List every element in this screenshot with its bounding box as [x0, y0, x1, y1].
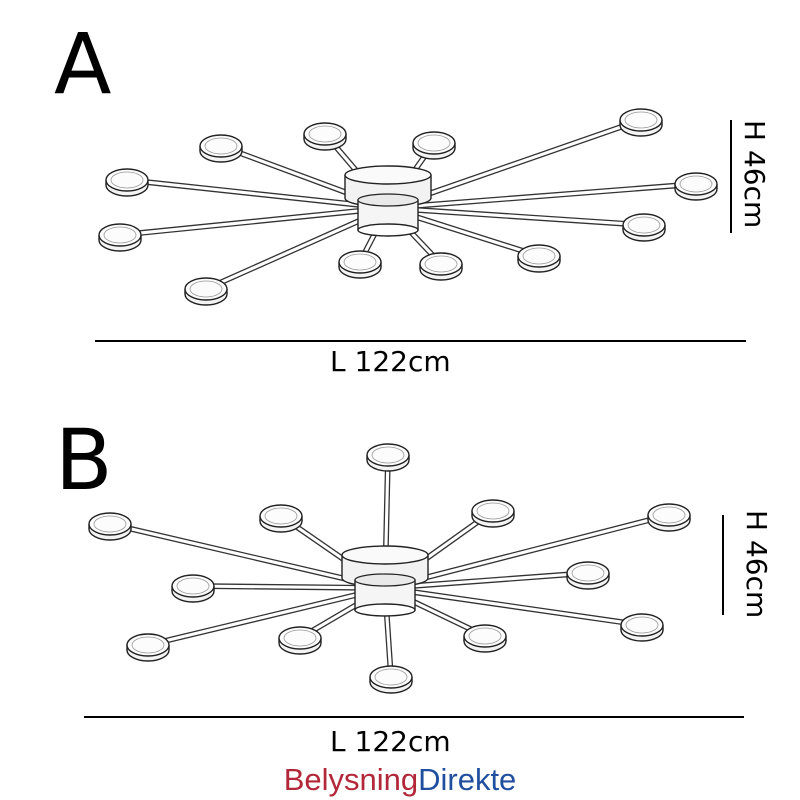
- variant-a-lamp-head-7: [517, 244, 561, 273]
- variant-b-arm-4: [109, 521, 386, 591]
- variant-a-arm-12: [126, 177, 389, 211]
- variant-a-lamp-head-5: [674, 172, 718, 201]
- variant-a-lamp-head-4: [619, 108, 663, 137]
- variant-b-arm-9: [384, 585, 643, 628]
- variant-b-lamp-head-4: [88, 512, 132, 541]
- variant-b-arm-6: [192, 583, 386, 591]
- variant-a-lamp-head-11: [98, 223, 142, 252]
- variant-a-arm-11: [119, 205, 389, 238]
- variant-a-lamp-head-8: [419, 252, 463, 281]
- brand-logo: BelysningDirekte: [0, 764, 800, 795]
- variant-b-lamp-head-2: [259, 504, 303, 533]
- variant-b-lamp-head-3: [471, 499, 515, 528]
- variant-b-lamp-head-9: [620, 613, 664, 642]
- variant-b-lamp-head-10: [278, 626, 322, 655]
- brand-part-1: Belysning: [283, 762, 419, 797]
- variant-b-lamp-head-1: [366, 443, 410, 472]
- variant-b-lamp-head-5: [647, 503, 691, 532]
- variant-b-lamp-head-7: [566, 561, 610, 590]
- variant-b-arm-5: [384, 512, 670, 591]
- variant-a-arm-5: [387, 181, 697, 211]
- variant-a-lamp-head-3: [412, 131, 456, 160]
- length-dimension-line-a: [95, 340, 746, 342]
- brand-part-2: Direkte: [418, 762, 517, 797]
- variant-b-lamp-head-12: [369, 665, 413, 694]
- variant-b-lamp-head-6: [171, 574, 215, 603]
- variant-b-center-hub: [341, 545, 429, 617]
- length-dimension-line-b: [84, 716, 744, 718]
- variant-a-lamp-head-12: [105, 168, 149, 197]
- variant-a-lamp-head-2: [303, 122, 347, 151]
- height-dimension-line-a: [730, 120, 732, 233]
- variant-a-lamp-head-9: [338, 250, 382, 279]
- variant-a-lamp-head-6: [622, 213, 666, 242]
- variant-a-lamp-head-10: [184, 277, 228, 306]
- variant-b-lamp-head-8: [126, 633, 170, 662]
- variant-b-lamp-head-11: [463, 624, 507, 653]
- variant-a-arm-6: [387, 205, 645, 228]
- variant-b-arm-8: [147, 585, 386, 648]
- variant-a-lamp-head-1: [199, 134, 243, 163]
- variant-b-label: B: [55, 411, 113, 509]
- variant-a-label: A: [54, 15, 112, 113]
- length-label-a: L 122cm: [330, 345, 451, 378]
- height-dimension-line-b: [722, 515, 724, 615]
- height-label-b: H 46cm: [740, 510, 773, 619]
- variant-a-center-hub: [344, 165, 432, 237]
- length-label-b: L 122cm: [330, 725, 451, 758]
